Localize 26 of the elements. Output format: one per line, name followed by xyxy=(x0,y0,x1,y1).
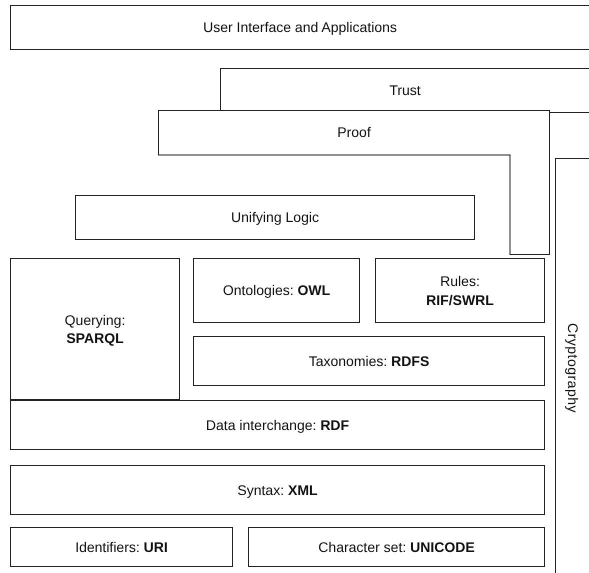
layer-label: Querying: SPARQL xyxy=(64,310,126,348)
layer-box xyxy=(10,5,589,50)
layer-box xyxy=(555,158,589,573)
layer-box xyxy=(220,68,589,113)
layer-box xyxy=(10,465,545,515)
layer-label: User Interface and Applications xyxy=(202,18,398,37)
layer-label: Trust xyxy=(388,81,422,100)
layer-label: Data interchange: RDF xyxy=(204,416,350,434)
layer-label: Syntax: XML xyxy=(236,480,319,500)
layer-label: Identifiers: URI xyxy=(74,538,169,556)
l-shaped-layer xyxy=(158,110,550,255)
layer-box xyxy=(75,195,475,240)
layer-label: Rules: RIF/SWRL xyxy=(425,272,495,309)
layer-box xyxy=(193,336,545,386)
layer-label: Taxonomies: RDFS xyxy=(308,352,430,370)
layer-label: Proof xyxy=(336,123,372,142)
layer-label: Character set: UNICODE xyxy=(317,538,476,556)
layer-box xyxy=(193,258,360,323)
layer-box xyxy=(375,258,545,323)
layer-box xyxy=(10,400,545,450)
layer-label: Ontologies: OWL xyxy=(222,281,332,300)
layer-label: Cryptography xyxy=(564,322,582,414)
layer-box xyxy=(248,527,545,567)
layer-box xyxy=(10,258,180,400)
layer-label: Unifying Logic xyxy=(230,208,320,227)
layer-box xyxy=(10,527,233,567)
